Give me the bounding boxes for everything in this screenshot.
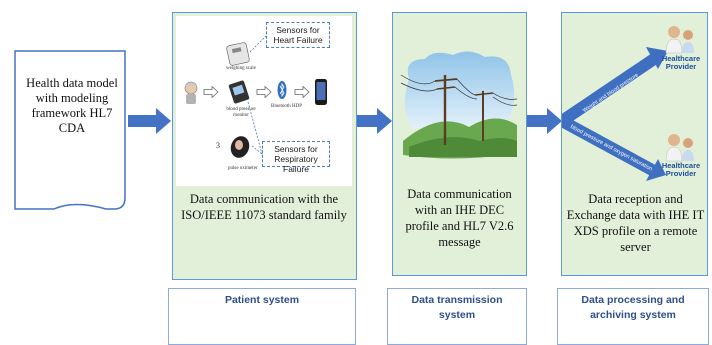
device-pulse-label: pulse oximeter [228, 166, 258, 171]
pulse-oximeter-icon [230, 136, 250, 158]
patient-avatar-icon [184, 81, 198, 104]
healthcare-provider-icon-bottom [665, 134, 694, 162]
patient-system-label-text: Patient system [224, 294, 300, 306]
patient-devices-illustration: weighing scale blood pressure monitor 3 … [176, 16, 352, 186]
outline-arrow-icon-3 [294, 86, 310, 98]
pulse-digit: 3 [216, 141, 220, 150]
flow-arrow-2 [357, 108, 392, 134]
patient-panel-description: Data communication with the ISO/IEEE 110… [181, 192, 347, 222]
blood-pressure-monitor-icon [228, 80, 250, 104]
source-document-text: Health data model with modeling framewor… [26, 76, 118, 135]
processing-system-panel: Weight and blood pressure blood pressure… [561, 12, 708, 276]
transmission-system-panel: Data communication with an IHE DEC profi… [392, 12, 527, 276]
sensor-heart-failure-box: Sensors for Heart Failure [266, 22, 330, 48]
smartphone-icon [315, 79, 327, 105]
transmission-panel-description: Data communication with an IHE DEC profi… [405, 187, 514, 249]
outline-arrow-icon-2 [256, 86, 272, 98]
power-lines-illustration [400, 51, 518, 159]
bluetooth-icon [277, 81, 287, 99]
sensor-connectors [247, 35, 267, 155]
patient-system-panel: weighing scale blood pressure monitor 3 … [172, 12, 357, 280]
provider-label-bottom: Healthcare Provider [661, 161, 701, 178]
flow-arrow-3 [527, 108, 562, 134]
transmission-system-label: Data transmission system [387, 288, 527, 345]
flow-arrow-1 [128, 108, 171, 134]
provider-links [562, 47, 668, 181]
document-shape [14, 50, 126, 210]
device-scale-label: weighing scale [226, 66, 256, 71]
sensor-respiratory-failure-box: Sensors for Respiratory Failure [262, 141, 330, 174]
device-bt-label: Bluetooth HDP [271, 104, 302, 109]
transmission-system-label-text: Data transmission system [411, 294, 503, 321]
weighing-scale-icon [226, 42, 250, 66]
healthcare-provider-icon-top [665, 26, 694, 54]
provider-label-top: Healthcare Provider [661, 54, 701, 71]
processing-system-label: Data processing and archiving system [557, 288, 709, 345]
patient-system-label: Patient system [168, 288, 356, 345]
outline-arrow-icon [203, 86, 219, 98]
source-document: Health data model with modeling framewor… [14, 50, 126, 210]
processing-panel-description: Data reception and Exchange data with IH… [566, 192, 705, 254]
device-bp-label: blood pressure monitor [226, 107, 256, 118]
processing-system-label-text: Data processing and archiving system [581, 294, 685, 321]
